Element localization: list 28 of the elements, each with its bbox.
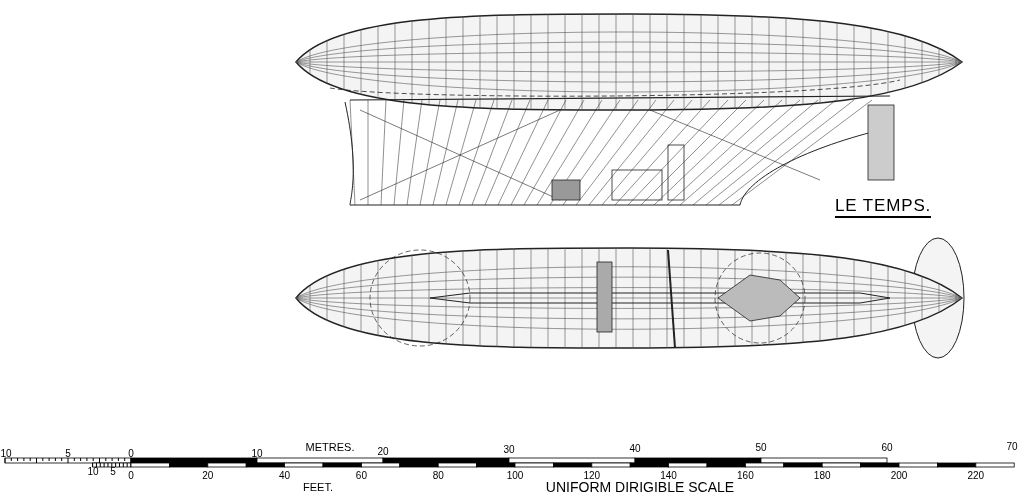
unit-label: METRES. [305,442,355,453]
scale-number: 20 [202,471,214,481]
scale-number: 40 [629,444,641,454]
scale-number: 120 [583,471,601,481]
scale-number: 60 [881,443,893,453]
scale-number: 0 [128,449,134,459]
scale-number: 180 [813,471,831,481]
scale-number: 0 [128,471,134,481]
scale-number: 140 [660,471,677,481]
scale-number: 80 [432,471,444,481]
scale-number: 10 [87,467,99,477]
title: LE TEMPS. [835,195,932,219]
scale-number: 20 [377,447,389,457]
scale-number: 220 [967,471,985,481]
scale-number: 5 [110,467,116,477]
scale-number: 5 [65,449,71,459]
scale-number: 30 [503,445,515,455]
scale-number: 40 [279,471,291,481]
scale-number: 50 [755,443,767,453]
scale-number: 160 [737,471,754,481]
scale-number: 100 [506,471,524,481]
unit-label: FEET. [303,482,333,493]
scale-number: 10 [0,449,12,459]
scale-number: 200 [890,471,908,481]
scale-title: UNIFORM DIRIGIBLE SCALE [545,480,735,494]
scale-number: 70 [1006,442,1018,452]
scale-number: 60 [355,471,367,481]
scale-number: 10 [251,449,263,459]
